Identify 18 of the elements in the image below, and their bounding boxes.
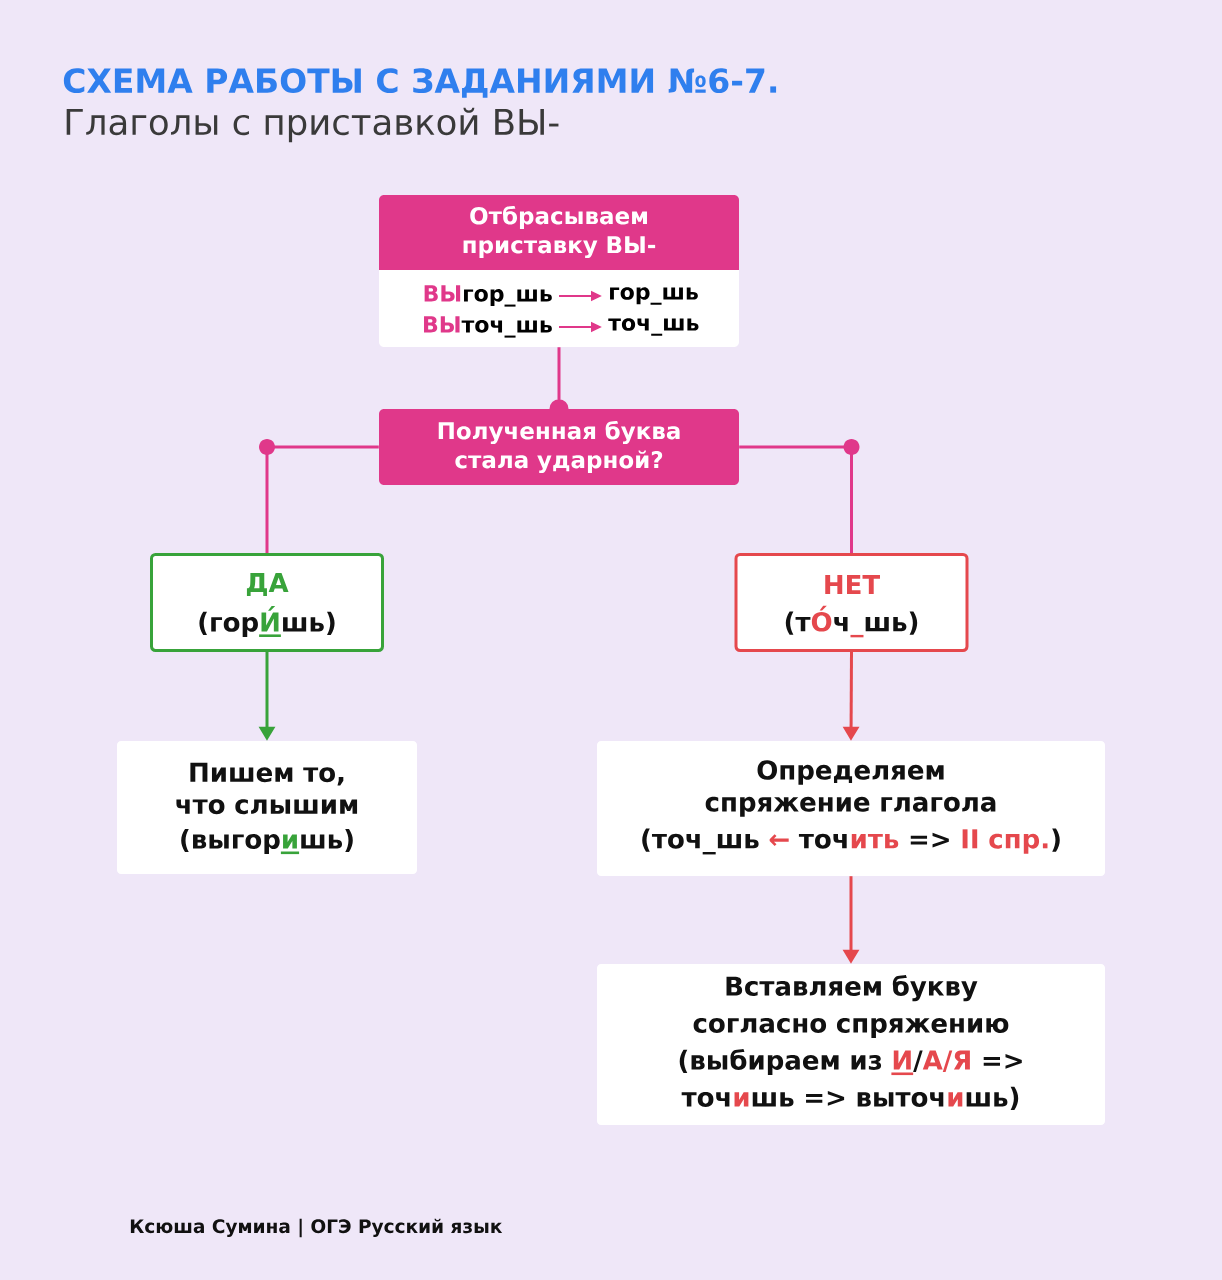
header-box: Отбрасываем приставку ВЫ-: [379, 195, 739, 270]
word-text: гор_шь: [610, 287, 698, 305]
process-box: Пишем то, что слышим (выгоришь): [117, 741, 417, 874]
question-box: Полученная буква стала ударной?: [379, 409, 739, 485]
word-text: ВЫточ_шь: [424, 316, 552, 338]
subtitle: Глаголы с приставкой ВЫ-: [66, 107, 559, 143]
word-text: ВЫгор_шь: [424, 285, 552, 307]
example-box: [379, 270, 739, 347]
process-box: Вставляем букву согласно спряжению (выбираем из И/А/Я => точишь => выточишь): [597, 964, 1105, 1125]
connector-line: [549, 345, 569, 411]
connector-line: [265, 445, 379, 553]
word-text: точ_шь: [608, 318, 699, 336]
outlined-box: ДА (горИ́шь): [150, 553, 384, 652]
process-box: Определяем спряжение глагола (точ_шь ← точить => II спр.): [597, 741, 1105, 876]
outlined-box: НЕТ (тО́ч_шь): [734, 553, 969, 652]
title: СХЕМА РАБОТЫ С ЗАДАНИЯМИ №6-7.: [63, 68, 777, 98]
footer-text: Ксюша Сумина | ОГЭ Русский язык: [130, 1218, 503, 1238]
connector-line: [739, 445, 853, 553]
